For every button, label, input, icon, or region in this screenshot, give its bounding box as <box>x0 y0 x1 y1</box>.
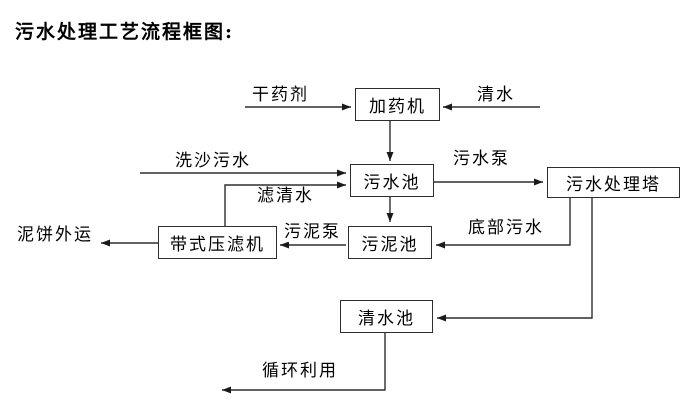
node-sludge-pool: 污泥池 <box>348 226 432 259</box>
edge-label-sludge-pump: 污泥泵 <box>284 222 341 242</box>
node-sewage-pool: 污水池 <box>350 164 434 197</box>
edge-label-filtered-water: 滤清水 <box>257 186 314 206</box>
edge-label-clean-water: 清水 <box>477 85 515 105</box>
node-sewage-treatment-tower: 污水处理塔 <box>547 167 680 198</box>
edge-label-mud-cake-out: 泥饼外运 <box>17 225 93 245</box>
edge-label-recycle-use: 循环利用 <box>262 361 338 381</box>
node-belt-filter-press: 带式压滤机 <box>158 226 277 259</box>
page-title: 污水处理工艺流程框图: <box>15 21 235 43</box>
edge-bottom-sewage-line <box>436 198 571 249</box>
edge-recycle-line <box>222 333 386 394</box>
edge-label-sand-washing-sewage: 洗沙污水 <box>175 151 251 171</box>
edge-filtered-water-line <box>224 181 346 226</box>
node-clean-water-pool: 清水池 <box>340 300 433 333</box>
edge-tower-to-clean-line <box>437 198 593 322</box>
node-dosing-machine: 加药机 <box>355 88 440 121</box>
edge-label-bottom-sewage: 底部污水 <box>468 218 544 238</box>
edge-label-dry-agent: 干药剂 <box>252 85 309 105</box>
edge-label-sewage-pump: 污水泵 <box>453 149 510 169</box>
